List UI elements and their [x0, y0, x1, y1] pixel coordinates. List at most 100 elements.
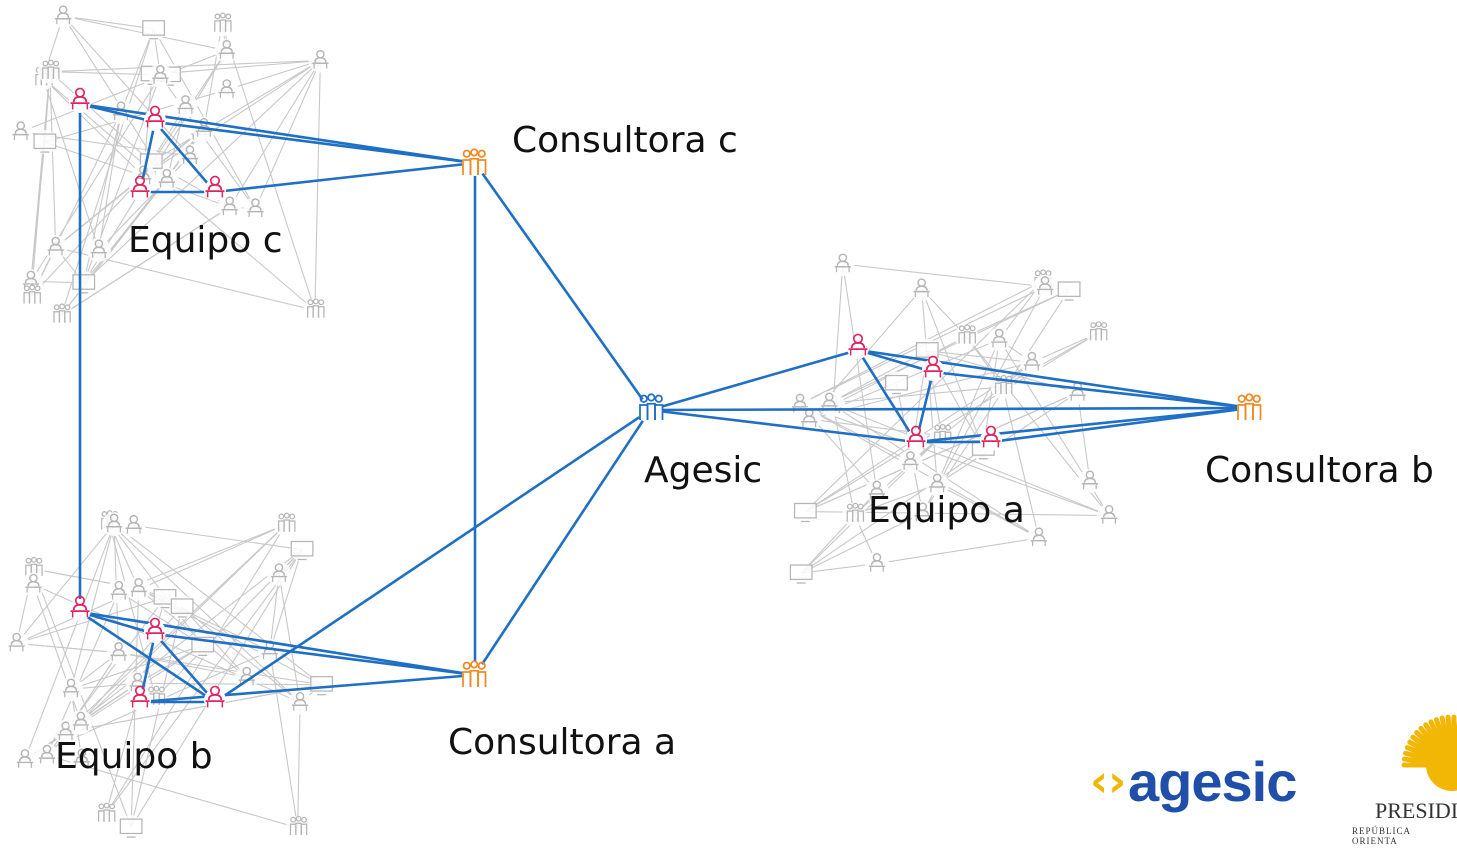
background-link	[49, 71, 57, 248]
background-link	[113, 523, 322, 686]
background-link	[108, 521, 301, 703]
background-link	[800, 490, 878, 574]
presidency-text: PRESIDI	[1375, 798, 1457, 823]
background-link	[44, 89, 227, 143]
link-a4-cb	[990, 406, 1251, 444]
link-b1-b4	[79, 610, 216, 704]
background-link	[60, 28, 155, 316]
background-link	[30, 71, 51, 297]
link-a1-cb	[857, 348, 1251, 410]
background-link	[120, 28, 155, 113]
background-link	[24, 523, 115, 760]
label-equipo-b: Equipo b	[55, 736, 213, 777]
background-link	[16, 642, 119, 654]
background-link	[876, 537, 1039, 565]
background-link	[65, 684, 322, 733]
background-link	[130, 606, 183, 828]
background-link	[181, 606, 301, 704]
background-link	[799, 403, 1110, 517]
background-link	[108, 521, 157, 698]
background-link	[32, 568, 132, 828]
background-link	[829, 386, 1003, 404]
background-link	[842, 263, 878, 492]
background-link	[832, 404, 855, 515]
background-link	[832, 404, 1040, 539]
background-link	[137, 682, 322, 686]
background-link	[118, 652, 322, 686]
background-link	[83, 60, 321, 284]
background-link	[269, 650, 299, 828]
background-link	[105, 549, 303, 815]
background-link	[1002, 386, 1040, 539]
link-ag-a3	[649, 408, 917, 444]
background-link	[800, 512, 923, 574]
background-link	[927, 350, 1033, 363]
background-link	[98, 111, 122, 251]
background-link	[297, 702, 301, 828]
background-link	[42, 77, 100, 251]
background-link	[30, 175, 144, 297]
background-link	[63, 15, 154, 30]
label-agesic: Agesic	[644, 450, 763, 491]
label-equipo-c: Equipo c	[128, 220, 283, 261]
background-link	[130, 549, 303, 828]
main-links	[78, 102, 1251, 704]
label-consultora-c: Consultora c	[512, 120, 738, 161]
background-link	[829, 350, 928, 404]
background-link	[49, 59, 321, 73]
background-link	[60, 206, 231, 316]
background-link	[799, 403, 1040, 539]
label-consultora-a: Consultora a	[448, 722, 677, 763]
background-link	[118, 591, 204, 646]
link-a3-cb	[915, 406, 1251, 444]
background-link	[936, 339, 1000, 485]
link-c1-cc	[79, 102, 476, 165]
background-link	[199, 131, 256, 210]
background-link	[16, 523, 115, 644]
link-cc-ag	[473, 162, 652, 411]
link-c4-cc	[214, 161, 476, 194]
background-link	[16, 524, 287, 644]
link-a1-a2	[857, 348, 934, 374]
link-b1-b2	[79, 610, 156, 636]
link-ag-a1	[649, 348, 859, 412]
label-equipo-a: Equipo a	[868, 490, 1025, 531]
background-link	[842, 263, 1046, 288]
background-link	[133, 524, 303, 551]
background-link	[203, 24, 223, 129]
link-ag-ca	[473, 409, 652, 676]
background-link	[44, 141, 144, 177]
link-b2-b4	[154, 633, 216, 703]
background-link	[922, 289, 1070, 514]
background-link	[24, 645, 204, 761]
sun-emblem-icon	[1401, 714, 1457, 791]
background-link	[854, 435, 943, 516]
presidency-subtext: REPÚBLICA ORIENTA	[1352, 826, 1411, 846]
link-b1-ca	[79, 610, 476, 677]
link-ag-b4	[214, 408, 651, 704]
background-link	[70, 523, 115, 690]
label-consultora-b: Consultora b	[1205, 450, 1434, 491]
background-link	[269, 573, 280, 652]
background-link	[800, 448, 984, 574]
link-c2-cc	[154, 120, 476, 165]
background-link	[278, 573, 301, 703]
link-a2-cb	[932, 370, 1251, 410]
background-link	[150, 60, 321, 163]
background-link	[1002, 332, 1099, 388]
link-b2-ca	[154, 632, 476, 677]
background-link	[83, 179, 168, 284]
background-link	[269, 549, 303, 652]
background-link	[805, 392, 1078, 513]
agesic-logo-text: agesic	[1128, 750, 1297, 813]
background-link	[801, 563, 878, 574]
background-link	[42, 77, 316, 311]
background-link	[226, 60, 321, 91]
link-b3-ca	[139, 673, 476, 704]
background-link	[221, 24, 316, 311]
background-link	[829, 289, 1070, 404]
link-a1-a3	[856, 349, 918, 443]
background-link	[105, 524, 287, 815]
link-ag-cb	[649, 406, 1251, 412]
